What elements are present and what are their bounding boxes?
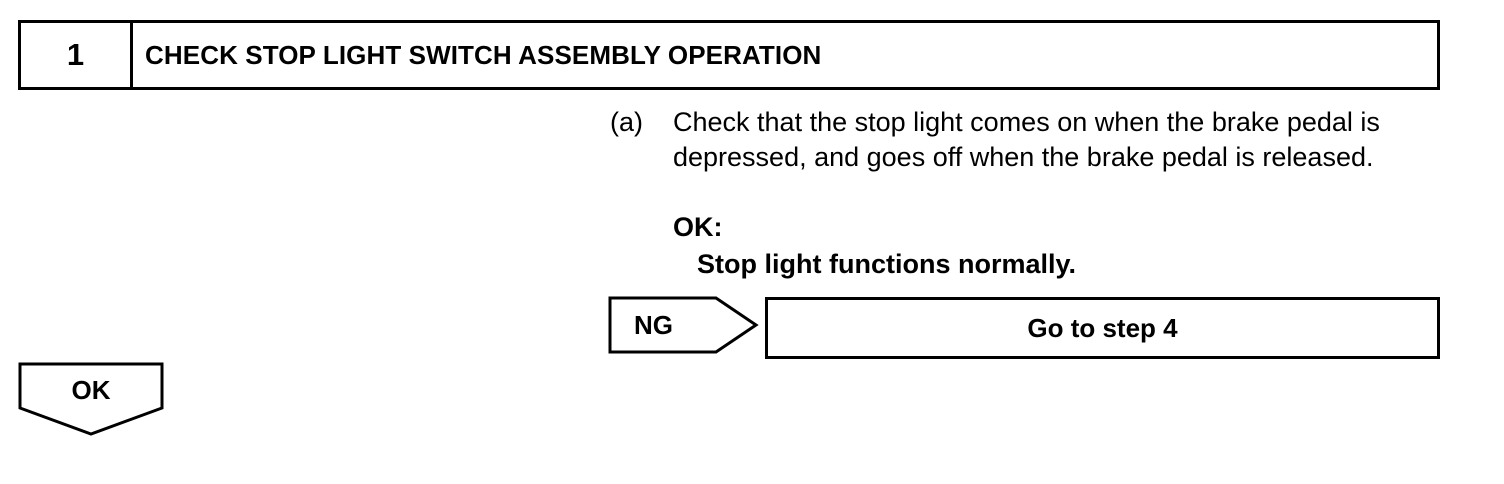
instruction-text: Check that the stop light comes on when … [673,107,1380,172]
goto-step-box[interactable]: Go to step 4 [765,297,1440,359]
ng-arrow-icon [608,296,759,354]
ng-label: NG [634,310,673,340]
goto-step-label: Go to step 4 [1027,312,1178,343]
ok-criteria-label: OK: [673,212,723,242]
ok-branch-label: OK [71,375,111,405]
step-header: 1 CHECK STOP LIGHT SWITCH ASSEMBLY OPERA… [18,20,1440,90]
step-title: CHECK STOP LIGHT SWITCH ASSEMBLY OPERATI… [145,39,822,70]
instruction-label: (a) [610,107,643,137]
ok-criteria-result: Stop light functions normally. [697,249,1076,279]
ok-arrow-icon [18,362,164,436]
step-number: 1 [21,23,133,87]
